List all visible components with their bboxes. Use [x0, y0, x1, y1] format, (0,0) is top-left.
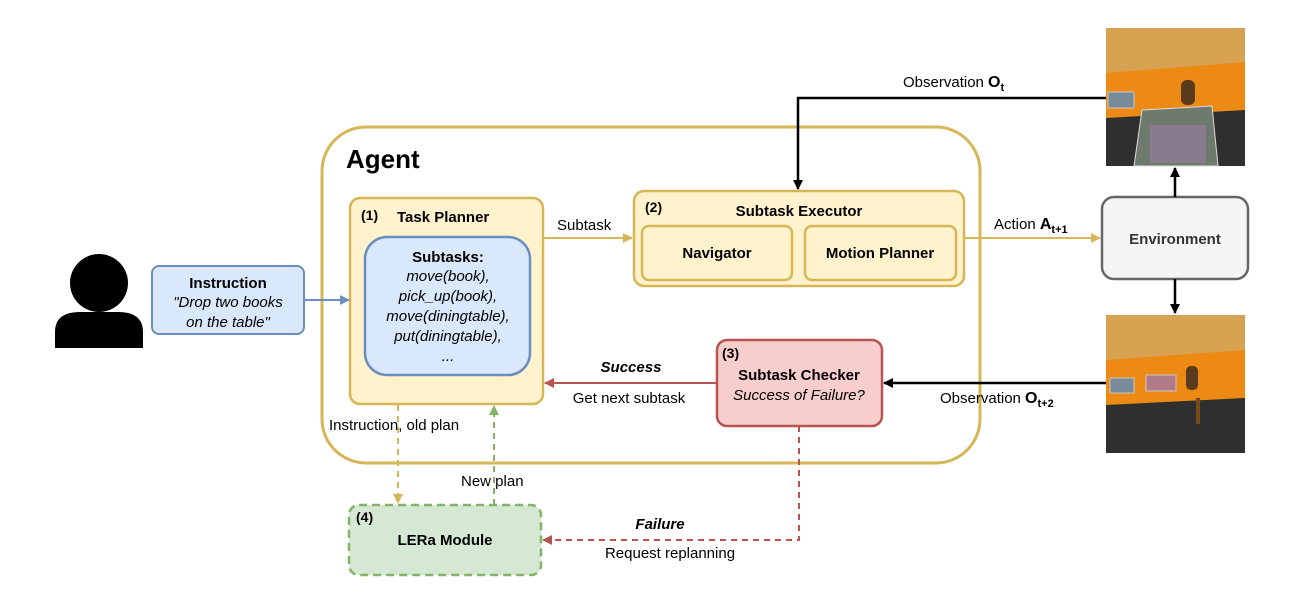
subtask-label: Subtask — [557, 217, 612, 234]
lera-module-number: (4) — [356, 509, 373, 525]
user-icon — [55, 254, 143, 348]
new-plan-label: New plan — [461, 473, 524, 490]
subtask-item: ... — [442, 348, 455, 365]
observation-t-label: Observation Ot — [903, 74, 1005, 94]
subtask-executor-number: (2) — [645, 199, 662, 215]
task-planner-title: Task Planner — [397, 209, 489, 226]
scene-image-bottom — [1106, 315, 1245, 453]
subtask-checker-subtitle: Success of Failure? — [733, 387, 865, 404]
failure-arrow — [542, 426, 800, 545]
instruction-old-plan-label: Instruction, old plan — [329, 417, 459, 434]
subtask-item: put(diningtable), — [393, 328, 502, 345]
navigator-box — [640, 224, 794, 282]
lera-module-title: LERa Module — [397, 532, 492, 549]
action-label: Action At+1 — [994, 216, 1068, 236]
subtask-checker-title: Subtask Checker — [738, 367, 860, 384]
task-planner-number: (1) — [361, 207, 378, 223]
motion-planner-box — [803, 224, 958, 282]
subtasks-title: Subtasks: — [412, 249, 484, 266]
subtask-item: move(book), — [406, 268, 489, 285]
get-next-subtask-label: Get next subtask — [573, 390, 686, 407]
instruction-title: Instruction — [189, 275, 267, 292]
instruction-text-line2: on the table" — [186, 314, 270, 331]
agent-container — [320, 125, 982, 465]
request-replanning-label: Request replanning — [605, 545, 735, 562]
success-label: Success — [601, 359, 662, 376]
observation-t2-label: Observation Ot+2 — [940, 390, 1054, 410]
failure-label: Failure — [635, 516, 684, 533]
lera-module-box — [347, 503, 543, 577]
subtask-checker-number: (3) — [722, 345, 739, 361]
subtask-item: move(diningtable), — [386, 308, 509, 325]
instruction-text-line1: "Drop two books — [173, 294, 283, 311]
observation-t-arrow — [793, 96, 1106, 190]
subtask-executor-title: Subtask Executor — [736, 203, 863, 220]
scene-image-top — [1106, 28, 1245, 167]
agent-title: Agent — [346, 144, 420, 174]
motion-planner-label: Motion Planner — [826, 245, 934, 262]
subtask-item: pick_up(book), — [398, 288, 497, 305]
subtasks-box — [363, 235, 532, 377]
environment-label: Environment — [1129, 231, 1221, 248]
navigator-label: Navigator — [682, 245, 751, 262]
